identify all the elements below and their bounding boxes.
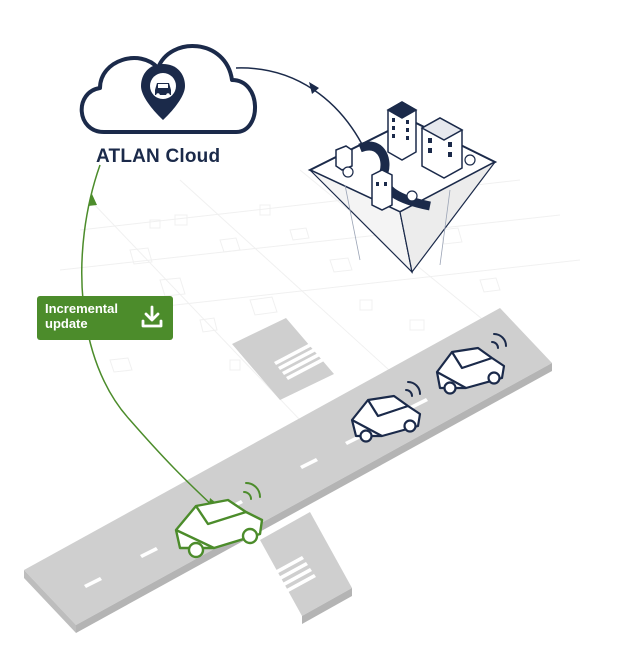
cloud-label: ATLAN Cloud: [96, 146, 221, 167]
incremental-update-label: Incremental update: [45, 301, 118, 331]
download-icon: [141, 305, 163, 328]
wifi-signal-icon: [405, 381, 421, 397]
connected-car-1: [350, 394, 422, 443]
download-arrow: [81, 164, 216, 509]
incremental-update-badge: Incremental update: [37, 296, 173, 340]
crosswalk-lower: [258, 556, 316, 601]
updated-car: [174, 498, 264, 559]
connected-car-2: [435, 346, 506, 395]
atlan-cloud: [79, 44, 257, 134]
download-arrowhead-top: [88, 194, 97, 206]
city-map-background: [39, 169, 581, 421]
city-block: [307, 101, 498, 274]
wifi-signal-icon: [243, 482, 261, 500]
car-location-pin-icon: [141, 64, 185, 120]
crosswalk-upper: [274, 342, 326, 380]
wifi-signal-icon: [491, 333, 507, 349]
upload-arrowhead: [309, 82, 319, 94]
road-network: [24, 308, 552, 633]
